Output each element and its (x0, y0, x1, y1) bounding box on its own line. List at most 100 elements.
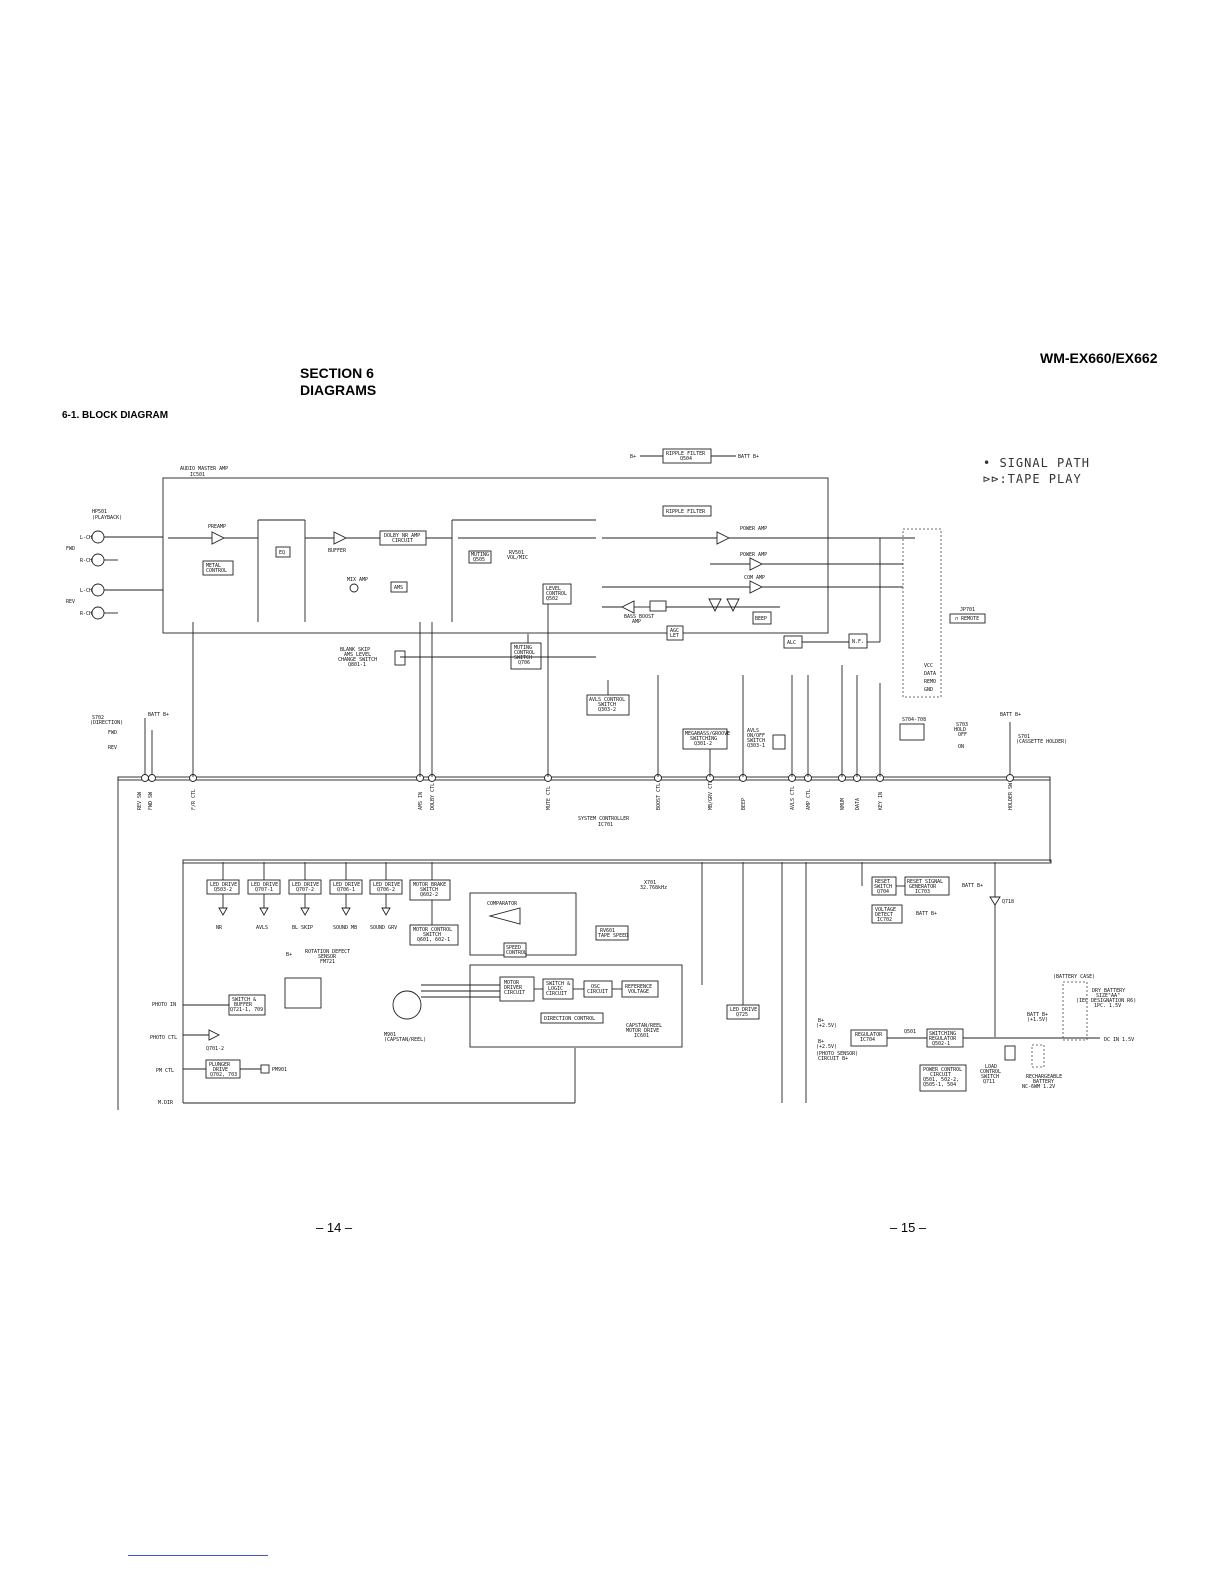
m901-motor-symbol (392, 990, 422, 1020)
photo-in-label: PHOTO IN (152, 1002, 176, 1008)
section-title: DIAGRAMS (300, 382, 377, 398)
system-controller-pin-labels: REV SW FWD SW F/R CTL AMS IN DOLBY CTL M… (137, 780, 1014, 810)
dc-in-label: DC IN 1.5V (1104, 1037, 1134, 1043)
direction-control-label: DIRECTION CONTROL (544, 1016, 595, 1022)
svg-text:F/R CTL: F/R CTL (191, 789, 197, 810)
s702-label: S702(DIRECTION) (90, 715, 123, 726)
svg-text:KEY IN: KEY IN (878, 792, 884, 810)
batt-b-reset: BATT B+ (962, 883, 983, 889)
hp501-label: HP501(PLAYBACK) (92, 509, 122, 521)
svg-text:AMS IN: AMS IN (418, 792, 424, 810)
q718-label: Q718 (1002, 899, 1014, 905)
svg-text:AVLS CTL: AVLS CTL (790, 786, 796, 810)
q701-label: Q701-2 (206, 1046, 224, 1052)
power-amp-1-label: POWER AMP (740, 526, 767, 532)
eq-label: EQ (279, 550, 285, 556)
svg-text:NMUM: NMUM (840, 798, 846, 810)
svg-text:DATA: DATA (855, 798, 861, 810)
pm901-symbol (260, 1064, 270, 1074)
section-number: SECTION 6 (300, 365, 374, 381)
muting-q706-block (510, 642, 542, 670)
voltage-detect-block (871, 904, 903, 924)
batt-b-label-top: BATT B+ (738, 454, 759, 460)
speed-control-block (503, 942, 527, 958)
s704-switch-block (899, 723, 925, 741)
pm901-label: PM901 (272, 1067, 287, 1073)
remote-pin-data: DATA (924, 671, 936, 677)
b-plus-2v-1: B+(+2.5V) (816, 1018, 837, 1029)
page-number-left: – 14 – (316, 1220, 353, 1235)
pm-ctl-label: PM CTL (156, 1068, 174, 1074)
megabass-block (682, 728, 728, 750)
legend-signal-path: • SIGNAL PATH (983, 456, 1090, 470)
system-controller-bus (117, 776, 1051, 781)
q718-symbol (989, 896, 1001, 906)
b-plus-2v-2: B+(+2.5V) (816, 1039, 837, 1050)
direction-control-block (540, 1012, 604, 1024)
motor-control-block (409, 924, 459, 946)
subsection-title: 6-1. BLOCK DIAGRAM (62, 410, 169, 421)
ripple-filter-bottom-label: RIPPLE FILTER (666, 509, 706, 515)
jp701-label: JP701 (960, 607, 975, 613)
batt-b-voltage: BATT B+ (916, 911, 937, 917)
svg-text:DOLBY CTL: DOLBY CTL (430, 783, 436, 810)
svg-text:HOLDER SW: HOLDER SW (1008, 782, 1014, 810)
beep-block (752, 611, 772, 625)
ams-label: AMS (394, 585, 403, 591)
batt-b-s702: BATT B+ (148, 712, 169, 718)
load-control-switch (1004, 1045, 1016, 1061)
eq-block (275, 546, 291, 558)
power-control-block (919, 1064, 967, 1092)
photo-ctl-label: PHOTO CTL (150, 1035, 177, 1041)
preamp-symbol (211, 531, 226, 545)
led-name-avls: AVLS (256, 925, 268, 931)
rv601-block (595, 925, 629, 941)
legend-tape-play-label: :TAPE PLAY (999, 472, 1082, 486)
preamp-label: PREAMP (208, 524, 226, 530)
s704-label: S704-708 (902, 717, 926, 723)
avls-onoff-switch (772, 734, 786, 750)
metal-control-block (202, 560, 234, 576)
s702-rev: REV (108, 745, 117, 751)
s701-label: S701(CASSETTE HOLDER) (1016, 734, 1067, 745)
lower-bus (182, 859, 1052, 864)
switch-symbol (649, 600, 667, 612)
photo-sensor-label: (PHOTO SENSOR)CIRCUIT B+ (816, 1051, 858, 1062)
rechargeable-battery-symbol (1031, 1044, 1045, 1068)
agc-amp2-symbol (726, 598, 740, 613)
svg-text:MB/GRV CTL: MB/GRV CTL (708, 780, 714, 810)
com-amp-label: COM AMP (744, 575, 765, 581)
nf-block (848, 633, 868, 649)
power-amp-r-symbol (749, 557, 764, 571)
battery-case-label: (BATTERY CASE) (1053, 974, 1095, 980)
batt-b-1v: BATT B+(+1.5V) (1027, 1012, 1048, 1023)
section-heading: SECTION 6 DIAGRAMS (300, 365, 376, 399)
svg-text:FWD SW: FWD SW (148, 791, 154, 810)
batt-b-s701: BATT B+ (1000, 712, 1021, 718)
remote-connector-frame (902, 528, 942, 698)
buffer-symbol (333, 531, 348, 545)
